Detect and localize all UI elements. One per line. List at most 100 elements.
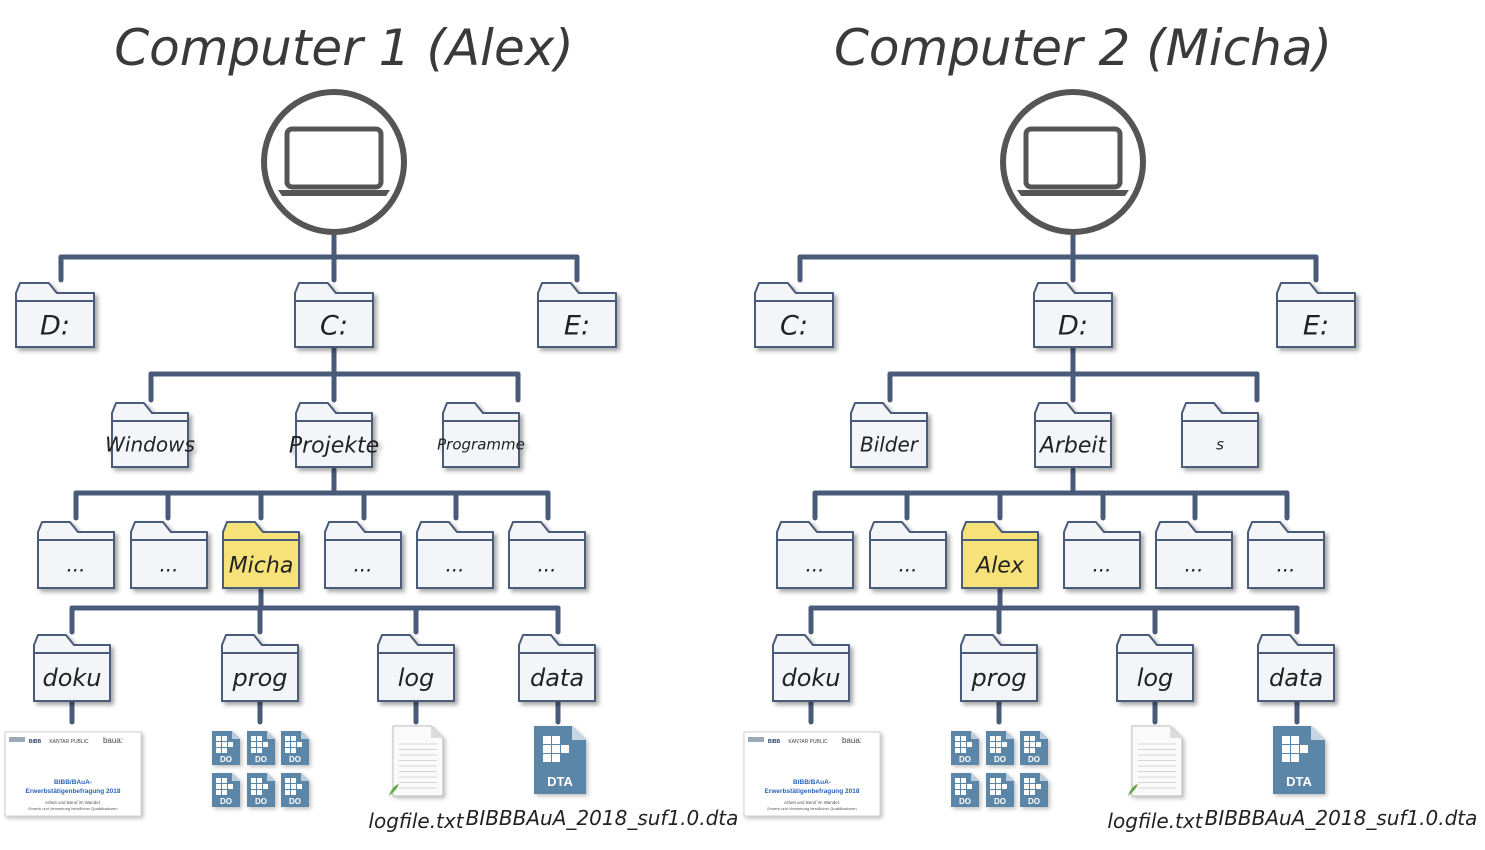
folder-front xyxy=(1033,300,1113,348)
do-pixel xyxy=(996,784,1001,789)
do-pixel xyxy=(251,748,256,753)
folder-icon[interactable]: Arbeit xyxy=(1034,402,1112,468)
folder-label: data xyxy=(530,664,584,692)
do-pixel xyxy=(228,784,233,789)
folder-label: ... xyxy=(159,553,178,577)
do-file-corner xyxy=(971,731,979,739)
do-file-corner xyxy=(1040,731,1048,739)
do-pixel xyxy=(990,790,995,795)
folder-icon[interactable]: ... xyxy=(324,521,402,589)
do-file-corner xyxy=(971,773,979,781)
do-pixel xyxy=(990,778,995,783)
folder-icon[interactable]: data xyxy=(518,634,596,702)
do-pixel xyxy=(1030,736,1035,741)
dta-pixel xyxy=(552,736,560,744)
do-file-label: DO xyxy=(289,797,301,806)
dta-pixel xyxy=(543,754,551,762)
do-file-corner xyxy=(301,773,309,781)
do-pixel xyxy=(1030,778,1035,783)
do-pixel xyxy=(1024,784,1029,789)
folder-icon[interactable]: ... xyxy=(776,521,854,589)
folder-icon[interactable]: log xyxy=(377,634,455,702)
folder-icon[interactable]: prog xyxy=(221,634,299,702)
folder-icon[interactable]: log xyxy=(1116,634,1194,702)
folder-icon[interactable]: ... xyxy=(416,521,494,589)
folder-icon[interactable]: ... xyxy=(37,521,115,589)
folder-icon[interactable]: ... xyxy=(508,521,586,589)
do-pixel xyxy=(285,784,290,789)
folder-label: Programme xyxy=(437,436,525,454)
folder-front xyxy=(37,539,115,589)
folder-icon[interactable]: ... xyxy=(1155,521,1233,589)
folder-icon[interactable]: C: xyxy=(294,282,374,348)
folder-label: doku xyxy=(781,664,840,692)
folder-label: E: xyxy=(1303,310,1329,341)
do-file-label: DO xyxy=(994,797,1006,806)
do-file-icon: DO xyxy=(247,731,275,765)
logfile-name: logfile.txt xyxy=(368,809,464,833)
folder-icon[interactable]: Windows xyxy=(105,402,195,468)
document-subtitle-line1: Arbeit und Beruf im Wandel. xyxy=(45,800,101,805)
folder-front xyxy=(324,539,402,589)
folder-front xyxy=(295,420,373,468)
folder-icon[interactable]: E: xyxy=(1276,282,1356,348)
computer-icon xyxy=(261,89,407,235)
folder-label: log xyxy=(1137,664,1174,692)
folder-icon[interactable]: prog xyxy=(960,634,1038,702)
do-file-icon: DO xyxy=(951,731,979,765)
folder-label: ... xyxy=(66,553,85,577)
do-pixel xyxy=(251,736,256,741)
folder-icon[interactable]: D: xyxy=(1033,282,1113,348)
folder-front xyxy=(442,420,520,468)
folder-icon[interactable]: ... xyxy=(1247,521,1325,589)
folder-icon[interactable]: s xyxy=(1181,402,1259,468)
do-pixel xyxy=(1030,742,1035,747)
do-pixel xyxy=(961,778,966,783)
do-file-corner xyxy=(1040,773,1048,781)
text-file-corner xyxy=(1170,726,1182,738)
dta-file-corner xyxy=(1311,726,1325,740)
do-pixel xyxy=(291,742,296,747)
folder-front xyxy=(294,300,374,348)
document-brand-kantar: KANTAR PUBLIC xyxy=(788,739,828,745)
do-pixel xyxy=(222,784,227,789)
folder-front xyxy=(377,652,455,702)
folder-icon[interactable]: data xyxy=(1257,634,1335,702)
text-file-icon xyxy=(389,725,444,797)
do-pixel xyxy=(285,790,290,795)
folder-icon[interactable]: D: xyxy=(15,282,95,348)
do-file-icon: DO xyxy=(986,731,1014,765)
highlighted-folder-icon[interactable]: Micha xyxy=(222,521,300,589)
folder-icon[interactable]: Bilder xyxy=(850,402,928,468)
folder-icon[interactable]: C: xyxy=(754,282,834,348)
folder-label: C: xyxy=(320,310,348,341)
do-pixel xyxy=(263,784,268,789)
do-pixel xyxy=(263,742,268,747)
folder-icon[interactable]: ... xyxy=(869,521,947,589)
folder-label: ... xyxy=(353,553,372,577)
folder-front xyxy=(1034,420,1112,468)
laptop-screen xyxy=(284,126,384,190)
folder-icon[interactable]: Projekte xyxy=(289,402,379,468)
laptop-screen xyxy=(1023,126,1123,190)
do-file-label: DO xyxy=(255,755,267,764)
folder-icon[interactable]: doku xyxy=(33,634,111,702)
do-pixel xyxy=(990,742,995,747)
folder-icon[interactable]: Programme xyxy=(437,402,525,468)
folder-icon[interactable]: ... xyxy=(130,521,208,589)
folder-label: prog xyxy=(970,664,1026,692)
folder-icon[interactable]: doku xyxy=(772,634,850,702)
do-pixel xyxy=(1030,784,1035,789)
folder-icon[interactable]: ... xyxy=(1063,521,1141,589)
highlighted-folder-icon[interactable]: Alex xyxy=(961,521,1039,589)
do-file-label: DO xyxy=(220,755,232,764)
do-pixel xyxy=(291,736,296,741)
folder-icon[interactable]: E: xyxy=(537,282,617,348)
do-pixel xyxy=(1002,784,1007,789)
do-pixel xyxy=(1030,790,1035,795)
do-file-icon: DO xyxy=(1020,731,1048,765)
do-pixel xyxy=(1024,742,1029,747)
do-pixel xyxy=(222,790,227,795)
dta-pixel xyxy=(1300,745,1308,753)
